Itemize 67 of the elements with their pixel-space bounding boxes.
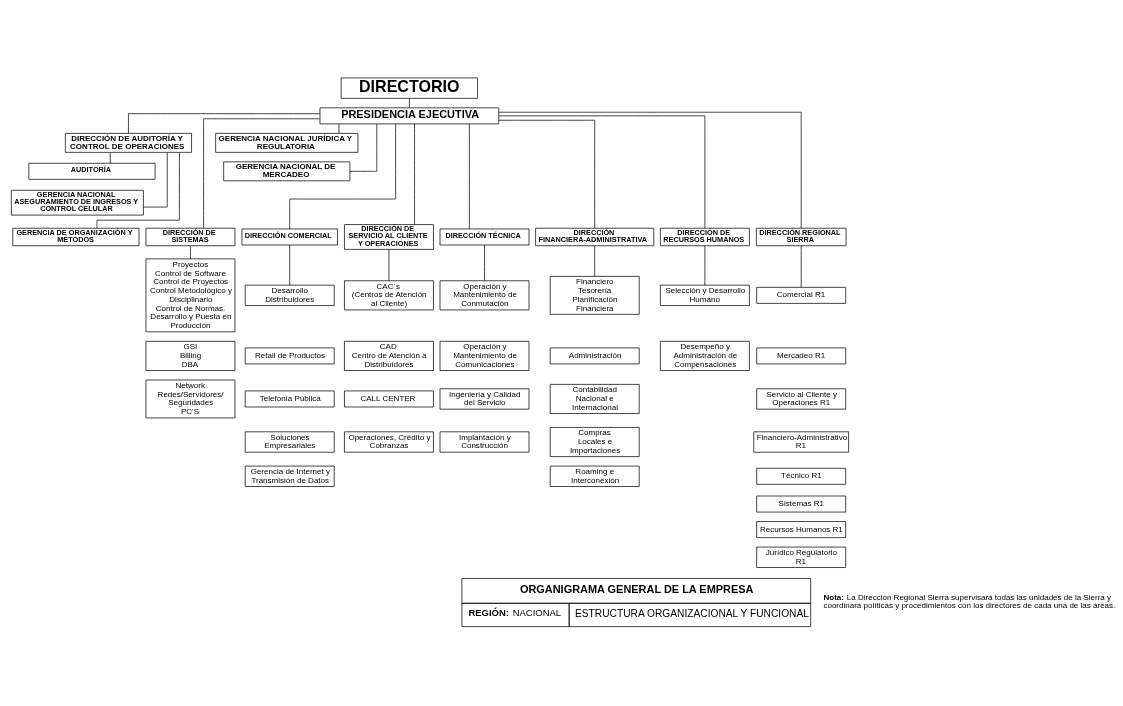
node-box: PRESIDENCIA EJECUTIVA: [319, 107, 500, 125]
connector: [338, 123, 340, 134]
node-box: GERENCIA NACIONAL JURÍDICA Y REGULATORIA: [215, 133, 359, 153]
node-box: Financiero-Administrativo R1: [753, 431, 849, 453]
connector: [484, 244, 485, 281]
node-box: DIRECCIÓN REGIONAL SIERRA: [755, 227, 847, 247]
node-box: Jurídico Regulatorio R1: [756, 546, 847, 568]
node-box: DIRECCIÓN FINANCIERA-ADMINISTRATIVA: [535, 227, 655, 247]
node-box: Comercial R1: [756, 286, 847, 304]
node-box: Gerencia de Internet y Transmisión de Datos: [244, 465, 335, 487]
node-box: DIRECCIÓN TÉCNICA: [439, 228, 530, 246]
node-box: GERENCIA NACIONAL ASEGURAMIENTO DE INGRESOS Y CONTROL CELULAR: [10, 189, 144, 216]
node-box: Desarrollo Distribuidores: [244, 284, 335, 306]
node-box: CALL CENTER: [344, 390, 434, 408]
connector: [190, 245, 191, 260]
node-box: Telefonía Pública: [244, 390, 335, 408]
node-box: Desempeño y Administración de Compensaciones: [660, 340, 750, 371]
node-box: Mercadeo R1: [756, 347, 847, 365]
label: ORGANIGRAMA GENERAL DE LA EMPRESA: [519, 583, 754, 596]
node-box: Recursos Humanos R1: [756, 521, 847, 538]
node-box: Administración: [549, 347, 640, 365]
node-box: Ingeniería y Calidad del Servicio: [439, 388, 530, 410]
node-box: DIRECTORIO: [340, 77, 478, 99]
node-box: Network Redes/Servidores/ Seguridades PC'S: [145, 379, 236, 419]
node-box: Financiero Tesorería Planificación Financiera: [549, 276, 640, 315]
node-box: DIRECCIÓN COMERCIAL: [241, 228, 338, 246]
node-box: Compras Locales e Importaciones: [549, 427, 640, 457]
connector: [96, 152, 180, 229]
connector: [128, 113, 321, 134]
connector: [109, 152, 111, 164]
node-box: Soluciones Empresariales: [244, 431, 335, 453]
label: REGIÓN: NACIONAL: [468, 607, 562, 619]
connector: [289, 244, 291, 286]
node-box: CAD Centro de Atención a Distribuidores: [344, 340, 434, 371]
connector: [414, 123, 415, 225]
label: Nota: La Dirección Regional Sierra supervisará todas las unidades de la Sierra y coordinará políticas y procedimientos con los directores de cada una de las áreas.: [823, 593, 1116, 611]
node-box: DIRECCIÓN DE SISTEMAS: [145, 227, 236, 247]
connector: [203, 118, 321, 229]
node-box: Servicio al Cliente y Operaciones R1: [756, 388, 847, 410]
node-box: AUDITORÍA: [28, 162, 156, 180]
node-box: GERENCIA DE ORGANIZACIÓN Y MÉTODOS: [12, 227, 140, 247]
node-box: Sistemas R1: [756, 495, 847, 513]
node-box: DIRECCIÓN DE RECURSOS HUMANOS: [660, 227, 750, 247]
connector: [349, 123, 378, 172]
node-box: GSI Billing DBA: [145, 340, 236, 371]
node-box: Implantación y Construcción: [439, 431, 530, 453]
connector: [409, 98, 410, 109]
node-box: Técnico R1: [756, 467, 847, 485]
label: ESTRUCTURA ORGANIZACIONAL Y FUNCIONAL: [575, 608, 809, 620]
connector: [388, 249, 390, 281]
connector: [498, 119, 596, 229]
node-box: GERENCIA NACIONAL DE MERCADEO: [223, 161, 351, 182]
connector: [143, 152, 168, 208]
node-box: Operación y Mantenimiento de Conmutación: [439, 280, 530, 311]
node-box: Selección y Desarrollo Humano: [660, 284, 750, 306]
node-box: Operación y Mantenimiento de Comunicaciones: [439, 340, 530, 371]
node-box: DIRECCIÓN DE AUDITORÍA Y CONTROL DE OPERACIONES: [64, 133, 192, 153]
node-box: Operaciones, Crédito y Cobranzas: [344, 431, 434, 453]
node-box: Proyectos Control de Software Control de Proyectos Control Metodológico y Disciplinario Control de Normas. Desarrollo y Puesta en Producción: [145, 258, 236, 333]
connector: [594, 245, 596, 277]
connector: [289, 123, 397, 230]
node-box: CAC´s (Centros de Atención al Cliente): [344, 280, 434, 311]
node-box: DIRECCIÓN DE SERVICIO AL CLIENTE Y OPERACIONES: [344, 224, 434, 250]
node-box: Roaming e Interconexión: [549, 465, 640, 487]
node-box: Contabilidad Nacional e Internacional: [549, 384, 640, 414]
connector: [469, 123, 470, 230]
node-box: Retail de Productos: [244, 347, 335, 365]
